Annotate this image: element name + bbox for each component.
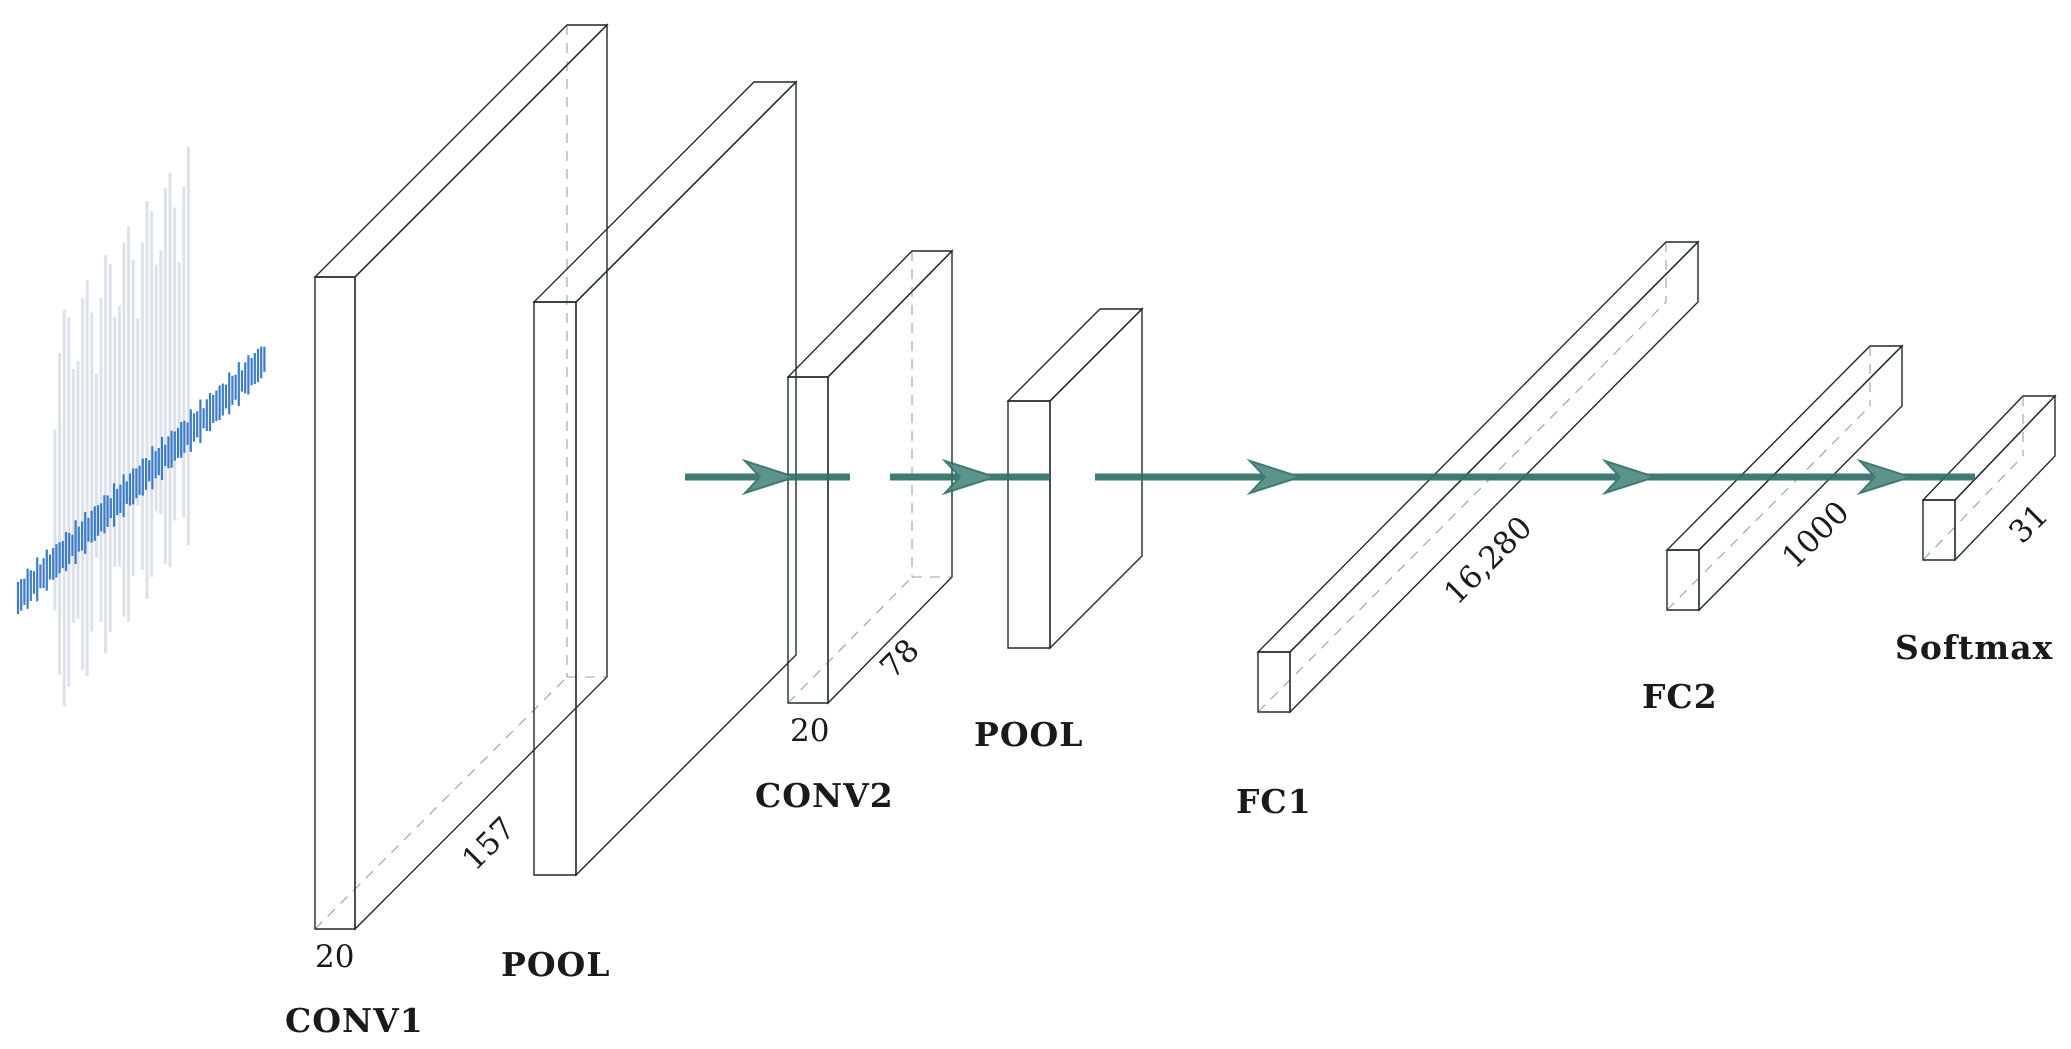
conv2-block	[786, 249, 954, 705]
conv1-block	[313, 23, 609, 931]
conv1-size-label: 157	[455, 810, 522, 877]
fc2-block	[1665, 344, 1904, 612]
waveform-icon	[16, 146, 266, 707]
arrow-head-icon	[741, 458, 799, 496]
pool1-name-label: POOL	[501, 945, 611, 984]
conv2-name-label: CONV2	[755, 776, 894, 815]
pool2-block	[1006, 307, 1144, 650]
pool1-block	[532, 80, 798, 877]
fc2-size-label: 1000	[1775, 494, 1856, 575]
arrow-head-icon	[1246, 458, 1304, 496]
pool2-name-label: POOL	[974, 715, 1084, 754]
softmax-name-label: Softmax	[1895, 628, 2053, 667]
fc1-size-label: 16,280	[1437, 509, 1539, 611]
arrow-head-icon	[1601, 458, 1659, 496]
softmax-size-label: 31	[2002, 497, 2055, 550]
connection-arrows	[685, 458, 1975, 496]
conv1-depth-label: 20	[315, 939, 354, 975]
fc2-name-label: FC2	[1642, 677, 1718, 716]
arrow-head-icon	[1856, 458, 1914, 496]
softmax-block	[1921, 394, 2057, 562]
conv1-name-label: CONV1	[285, 1001, 424, 1040]
conv2-depth-label: 20	[790, 713, 829, 749]
conv2-size-label: 78	[873, 632, 926, 685]
fc1-block	[1256, 240, 1700, 714]
arrow-head-icon	[941, 458, 999, 496]
fc1-name-label: FC1	[1236, 782, 1312, 821]
